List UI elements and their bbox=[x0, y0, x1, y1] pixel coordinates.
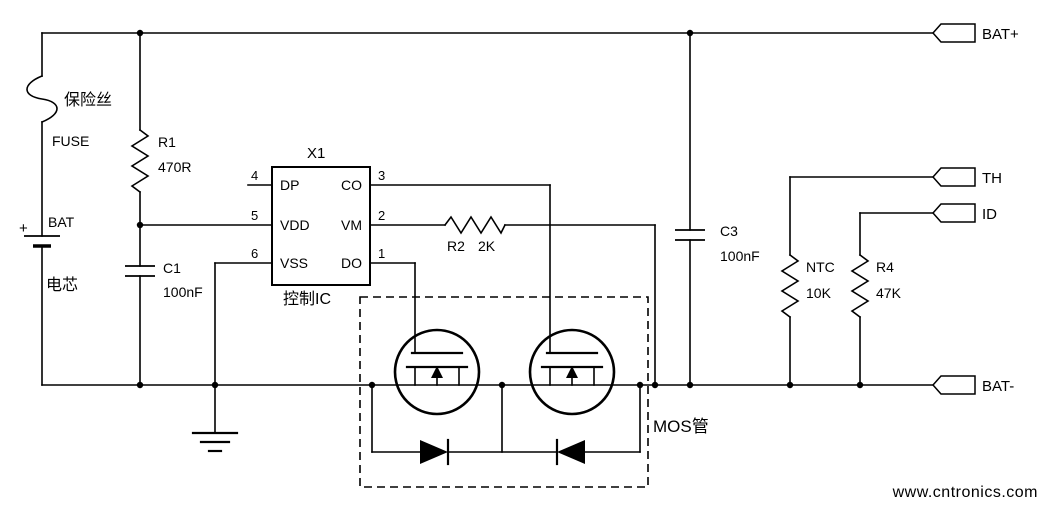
fuse-label: FUSE bbox=[52, 133, 89, 149]
junction-dot bbox=[686, 381, 694, 389]
junction-dot bbox=[498, 381, 506, 389]
r4-zigzag bbox=[850, 253, 870, 319]
junction-dot bbox=[651, 381, 659, 389]
junction-dot bbox=[786, 381, 794, 389]
ic-pin-dp-label: DP bbox=[280, 177, 299, 193]
c1-value-label: 100nF bbox=[163, 284, 203, 300]
component-labels: FUSE BAT + R1 470R C1 100nF R2 2K C3 100… bbox=[19, 133, 902, 301]
ic-pin-do-label: DO bbox=[341, 255, 362, 271]
mosfet-dashed-box bbox=[359, 296, 649, 488]
junction-dot bbox=[136, 221, 144, 229]
control-ic: X1 DP VDD VSS CO VM DO 4 5 6 3 2 1 bbox=[251, 145, 385, 286]
ic-pin-co-label: CO bbox=[341, 177, 362, 193]
junction-dot bbox=[136, 29, 144, 37]
terminal-bat-minus-label: BAT- bbox=[982, 378, 1014, 395]
c3-ref-label: C3 bbox=[720, 223, 738, 239]
ic-pin-vss-label: VSS bbox=[280, 255, 308, 271]
ic-pin3-number: 3 bbox=[378, 168, 385, 183]
mosfet1-body bbox=[393, 328, 481, 416]
junction-dot bbox=[211, 381, 219, 389]
r4-ref-label: R4 bbox=[876, 259, 894, 275]
mosfet2-arrow-icon bbox=[566, 366, 578, 378]
wiring bbox=[24, 32, 934, 453]
ic-pin4-number: 4 bbox=[251, 168, 258, 183]
ic-pin1-number: 1 bbox=[378, 246, 385, 261]
c1-ref-label: C1 bbox=[163, 260, 181, 276]
fuse-symbol bbox=[26, 74, 58, 124]
red-annotations: 保险丝 电芯 控制IC MOS管 bbox=[46, 91, 709, 436]
annotation-mosfet: MOS管 bbox=[653, 417, 709, 436]
terminal-bat-minus-icon bbox=[931, 375, 976, 395]
ic-body bbox=[271, 166, 371, 286]
watermark-text: www.cntronics.com bbox=[892, 484, 1038, 501]
diode1-symbol bbox=[420, 440, 448, 464]
ic-pin5-number: 5 bbox=[251, 208, 258, 223]
junction-dots bbox=[136, 29, 864, 389]
mosfet-2 bbox=[528, 328, 616, 416]
ic-pin-vm-label: VM bbox=[341, 217, 362, 233]
ic-pin2-number: 2 bbox=[378, 208, 385, 223]
terminal-bat-plus-label: BAT+ bbox=[982, 26, 1019, 43]
r1-ref-label: R1 bbox=[158, 134, 176, 150]
annotation-fuse: 保险丝 bbox=[64, 91, 112, 109]
junction-dot bbox=[686, 29, 694, 37]
r1-value-label: 470R bbox=[158, 159, 191, 175]
ic-pin-vdd-label: VDD bbox=[280, 217, 310, 233]
junction-dot bbox=[636, 381, 644, 389]
annotation-cell: 电芯 bbox=[46, 276, 78, 294]
terminal-th-icon bbox=[931, 167, 976, 187]
battery-label: BAT bbox=[48, 214, 75, 230]
ntc-value-label: 10K bbox=[806, 285, 832, 301]
junction-dot bbox=[368, 381, 376, 389]
battery-plus-sign: + bbox=[19, 220, 28, 237]
diode2-symbol bbox=[557, 440, 585, 464]
r2-value-label: 2K bbox=[478, 238, 496, 254]
junction-dot bbox=[136, 381, 144, 389]
ntc-ref-label: NTC bbox=[806, 259, 835, 275]
r2-ref-label: R2 bbox=[447, 238, 465, 254]
terminal-th-label: TH bbox=[982, 170, 1002, 187]
ntc-zigzag bbox=[780, 253, 800, 319]
terminals: BAT+ TH ID BAT- bbox=[931, 23, 1019, 395]
r4-value-label: 47K bbox=[876, 285, 902, 301]
r1-zigzag bbox=[130, 128, 150, 194]
body-diodes bbox=[420, 438, 585, 466]
c3-value-label: 100nF bbox=[720, 248, 760, 264]
terminal-bat-plus-icon bbox=[931, 23, 976, 43]
terminal-id-label: ID bbox=[982, 206, 997, 223]
terminal-id-icon bbox=[931, 203, 976, 223]
annotation-control-ic: 控制IC bbox=[283, 290, 331, 308]
mosfet2-body bbox=[528, 328, 616, 416]
junction-dot bbox=[856, 381, 864, 389]
mosfet1-arrow-icon bbox=[431, 366, 443, 378]
mosfet-1 bbox=[393, 328, 481, 416]
r2-zigzag bbox=[443, 215, 507, 235]
ic-pin6-number: 6 bbox=[251, 246, 258, 261]
ic-ref-label: X1 bbox=[307, 145, 325, 162]
